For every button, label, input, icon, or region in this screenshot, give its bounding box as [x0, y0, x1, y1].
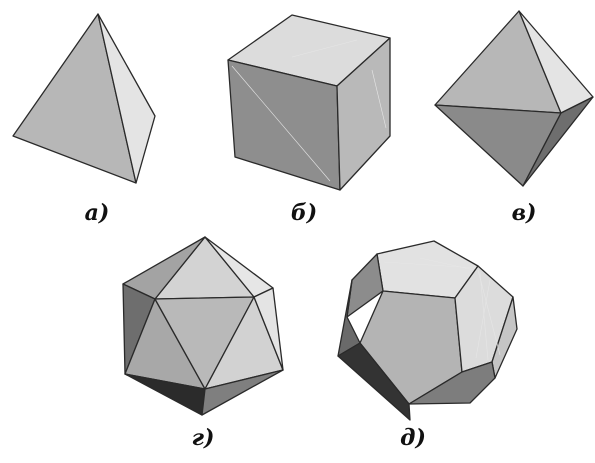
caption-icosahedron: г)	[191, 425, 215, 451]
dodecahedron	[337, 240, 518, 421]
caption-tetrahedron: а)	[84, 200, 110, 226]
dodecahedron-bottom-left-face	[337, 342, 411, 421]
icosahedron-right-face	[253, 287, 284, 371]
caption-octahedron: в)	[511, 200, 537, 226]
icosahedron	[122, 236, 284, 416]
tetrahedron	[12, 13, 156, 184]
icosahedron-bottom-right-face	[201, 369, 284, 416]
octahedron-lower-left-face	[434, 104, 562, 187]
tetrahedron-right-face	[97, 13, 156, 184]
cube	[227, 14, 391, 191]
caption-cube: б)	[290, 200, 318, 226]
octahedron	[434, 10, 594, 187]
cube-right-face	[336, 37, 391, 191]
octahedron-lower-right-face	[522, 96, 594, 187]
caption-dodecahedron: д)	[400, 425, 426, 451]
dodecahedron-bottom-right-face	[408, 361, 496, 405]
